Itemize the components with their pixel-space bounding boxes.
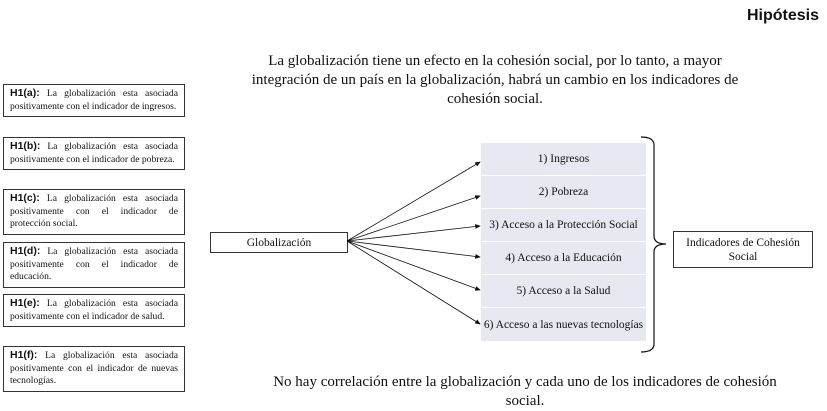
main-hypothesis: La globalización tiene un efecto en la c… — [251, 53, 739, 107]
null-hypothesis: No hay correlación entre la globalizació… — [273, 374, 777, 409]
globalizacion-node: Globalización — [210, 232, 348, 253]
right-brace — [640, 136, 667, 353]
page-title: Hipótesis — [746, 7, 819, 24]
indicator-ingresos: 1) Ingresos — [481, 143, 646, 176]
hypothesis-box-d: H1(d): La globalización esta asociada po… — [3, 242, 185, 288]
arrow-to-pobreza — [346, 195, 481, 242]
arrow-to-tecnologias — [346, 240, 481, 325]
arrow-to-salud — [346, 240, 481, 291]
indicator-pobreza: 2) Pobreza — [481, 176, 646, 209]
hypothesis-label: H1(a): — [10, 87, 40, 99]
hypothesis-label: H1(b): — [10, 140, 41, 152]
hypothesis-label: H1(f): — [10, 349, 38, 361]
hypothesis-text: La globalización esta asociada positivam… — [10, 246, 178, 282]
cohesion-social-node: Indicadores de Cohesión Social — [673, 231, 813, 268]
arrow-to-ingresos — [346, 161, 481, 242]
arrow-to-proteccion — [346, 224, 481, 242]
hypothesis-box-b: H1(b): La globalización esta asociada po… — [3, 137, 185, 170]
hypothesis-box-e: H1(e): La globalización esta asociada po… — [3, 294, 185, 327]
hypothesis-text: La globalización esta asociada positivam… — [10, 141, 178, 165]
hypothesis-label: H1(e): — [10, 297, 40, 309]
hypothesis-box-a: H1(a): La globalización esta asociada po… — [3, 84, 185, 117]
hypothesis-box-c: H1(c): La globalización esta asociada po… — [3, 189, 185, 235]
indicator-educacion: 4) Acceso a la Educación — [481, 242, 646, 275]
arrow-to-educacion — [346, 240, 481, 259]
hypothesis-label: H1(d): — [10, 245, 41, 257]
hypothesis-text: La globalización esta asociada positivam… — [10, 298, 178, 322]
hypothesis-text: La globalización esta asociada positivam… — [10, 350, 178, 386]
hypothesis-label: H1(c): — [10, 192, 40, 204]
hypothesis-box-f: H1(f): La globalización esta asociada po… — [3, 346, 185, 392]
indicator-salud: 5) Acceso a la Salud — [481, 275, 646, 308]
indicator-nuevas-tecnologias: 6) Acceso a las nuevas tecnologías — [481, 308, 646, 341]
indicator-proteccion-social: 3) Acceso a la Protección Social — [481, 209, 646, 242]
hypothesis-text: La globalización esta asociada positivam… — [10, 88, 178, 112]
hypothesis-text: La globalización esta asociada positivam… — [10, 193, 178, 229]
